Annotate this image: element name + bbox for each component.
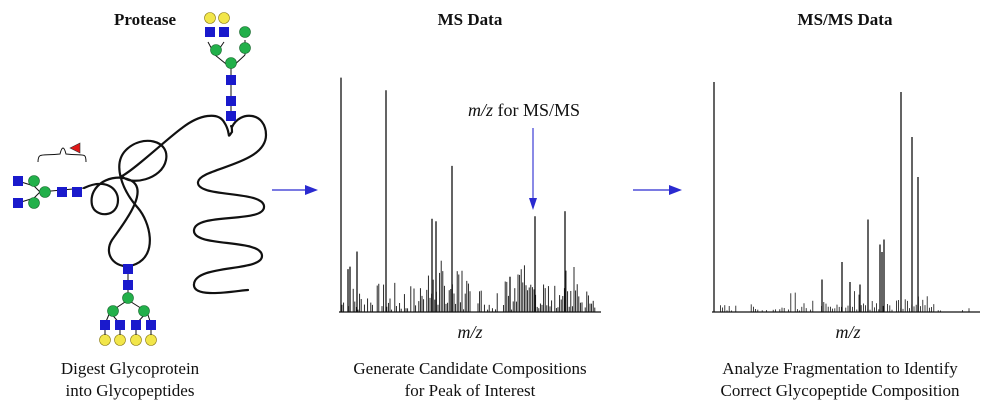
- yellow-circle-icon: [99, 334, 111, 346]
- blue-square-icon: [226, 96, 236, 106]
- yellow-circle-icon: [114, 334, 126, 346]
- left-glycan: [13, 142, 87, 209]
- blue-square-icon: [100, 320, 110, 330]
- caption-line: Digest Glycoprotein: [60, 359, 200, 378]
- green-circle-icon: [239, 26, 251, 38]
- blue-square-icon: [115, 320, 125, 330]
- ms-caption: Generate Candidate Compositions for Peak…: [330, 358, 610, 402]
- blue-square-icon: [205, 27, 215, 37]
- msms-spectrum: [712, 82, 980, 313]
- green-circle-icon: [225, 57, 237, 69]
- blue-square-icon: [123, 264, 133, 274]
- green-circle-icon: [122, 292, 134, 304]
- bottom-glycan: [99, 264, 157, 346]
- ms-x-axis-label: m/z: [457, 322, 483, 342]
- caption-line: Analyze Fragmentation to Identify: [722, 359, 958, 378]
- protease-caption: Digest Glycoprotein into Glycopeptides: [30, 358, 230, 402]
- arrow-head-icon: [529, 198, 537, 210]
- blue-square-icon: [226, 75, 236, 85]
- green-circle-icon: [138, 305, 150, 317]
- glycoprotein-illustration: [13, 12, 268, 346]
- annotation-text: for MS/MS: [493, 100, 581, 120]
- ms-data-heading: MS Data: [437, 10, 503, 29]
- blue-square-icon: [123, 280, 133, 290]
- red-triangle-icon: [69, 142, 81, 154]
- green-circle-icon: [107, 305, 119, 317]
- ms-spectrum: [339, 77, 601, 313]
- yellow-circle-icon: [130, 334, 142, 346]
- blue-square-icon: [226, 111, 236, 121]
- yellow-circle-icon: [204, 12, 216, 24]
- green-circle-icon: [210, 44, 222, 56]
- top-glycan: [204, 12, 251, 121]
- msms-annotation-label: m/z for MS/MS: [468, 100, 580, 121]
- green-circle-icon: [39, 186, 51, 198]
- msms-caption: Analyze Fragmentation to Identify Correc…: [690, 358, 990, 402]
- blue-square-icon: [146, 320, 156, 330]
- caption-line: Generate Candidate Compositions: [353, 359, 587, 378]
- green-circle-icon: [28, 175, 40, 187]
- caption-line: for Peak of Interest: [404, 381, 536, 400]
- yellow-circle-icon: [145, 334, 157, 346]
- protein-backbone: [82, 114, 268, 295]
- green-circle-icon: [28, 197, 40, 209]
- blue-square-icon: [13, 176, 23, 186]
- blue-square-icon: [131, 320, 141, 330]
- blue-square-icon: [57, 187, 67, 197]
- blue-square-icon: [219, 27, 229, 37]
- msms-x-axis-label: m/z: [835, 322, 861, 342]
- ms-peaks: [340, 77, 596, 312]
- msms-data-heading: MS/MS Data: [797, 10, 893, 29]
- protease-heading: Protease: [114, 10, 176, 29]
- yellow-circle-icon: [218, 12, 230, 24]
- caption-line: Correct Glycopeptide Composition: [720, 381, 960, 400]
- caption-line: into Glycopeptides: [65, 381, 195, 400]
- annotation-mz: m/z: [468, 100, 494, 120]
- flow-arrow-1: [272, 185, 318, 195]
- green-circle-icon: [239, 42, 251, 54]
- flow-arrow-2: [633, 185, 682, 195]
- blue-square-icon: [72, 187, 82, 197]
- blue-square-icon: [13, 198, 23, 208]
- msms-peaks: [713, 82, 970, 312]
